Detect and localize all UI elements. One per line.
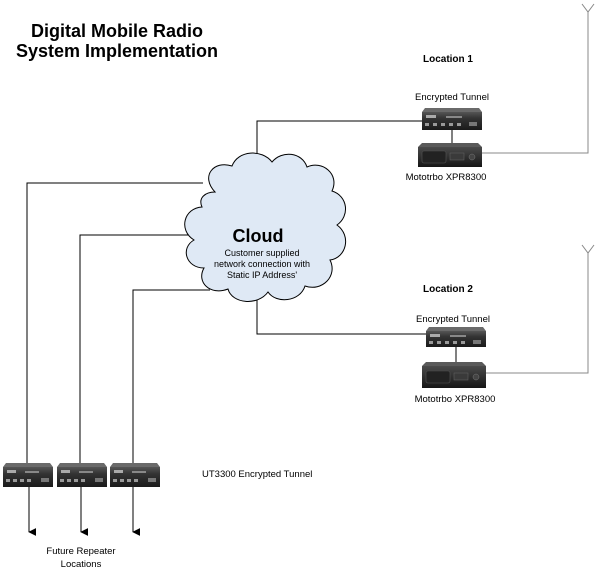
cloud-shape <box>184 152 347 302</box>
link-cloud-location-2 <box>256 300 426 335</box>
cloud-text-line-3: Static IP Address' <box>227 270 297 280</box>
title-line-2: System Implementation <box>16 41 218 61</box>
antenna-tip-2 <box>581 244 595 254</box>
ut3300-tunnel-device-2 <box>57 463 107 487</box>
ut3300-tunnel-label: UT3300 Encrypted Tunnel <box>202 469 312 480</box>
location-2-tunnel-label: Encrypted Tunnel <box>416 314 490 325</box>
location-2-label: Location 2 <box>423 284 473 295</box>
location-2: Location 2 Encrypted Tunnel Mototrbo XPR… <box>415 284 496 405</box>
link-cloud-tunnel-2 <box>79 234 190 465</box>
location-1-tunnel-device <box>422 108 482 130</box>
antenna-location-2 <box>486 244 595 374</box>
antenna-mast-2 <box>486 253 589 374</box>
antenna-mast-1 <box>478 12 589 154</box>
location-1-repeater-label: Mototrbo XPR8300 <box>406 172 487 183</box>
link-cloud-tunnel-3 <box>132 289 210 465</box>
location-2-tunnel-device <box>426 327 486 347</box>
connection-lines <box>26 120 457 536</box>
link-cloud-tunnel-1 <box>26 182 203 465</box>
location-2-repeater <box>422 362 486 388</box>
cloud-text-line-2: network connection with <box>214 259 310 269</box>
cloud: Cloud Customer supplied network connecti… <box>184 152 347 302</box>
ut3300-tunnel-device-1 <box>3 463 53 487</box>
cloud-title: Cloud <box>233 226 284 246</box>
antenna-tip-1 <box>581 3 595 13</box>
ut3300-tunnel-device-3 <box>110 463 160 487</box>
future-locations-line-2: Locations <box>61 559 102 570</box>
location-1-label: Location 1 <box>423 54 473 65</box>
cloud-text-line-1: Customer supplied <box>224 248 299 258</box>
location-2-repeater-label: Mototrbo XPR8300 <box>415 394 496 405</box>
ut3300-tunnel-group: UT3300 Encrypted Tunnel <box>3 463 312 487</box>
location-1-repeater <box>418 143 482 167</box>
antenna-location-1 <box>478 3 595 154</box>
title-line-1: Digital Mobile Radio <box>31 21 203 41</box>
location-1-tunnel-label: Encrypted Tunnel <box>415 92 489 103</box>
future-locations-line-1: Future Repeater <box>46 546 115 557</box>
location-1: Location 1 Encrypted Tunnel Mototrbo XPR… <box>406 54 489 183</box>
